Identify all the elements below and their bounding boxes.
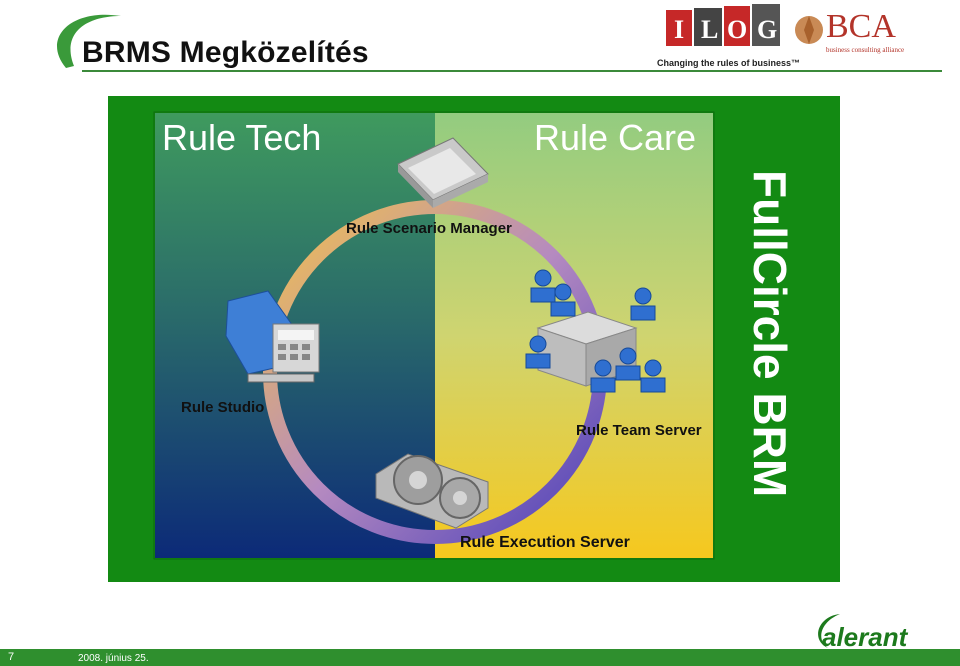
rule-team-server-label: Rule Team Server xyxy=(576,422,702,439)
bca-tagline: business consulting alliance xyxy=(826,46,904,54)
ilog-letter-l: L xyxy=(701,15,718,44)
rule-studio-label: Rule Studio xyxy=(181,399,264,416)
fullcircle-brm-text: FullCircle BRM xyxy=(744,170,796,497)
ilog-letter-i: I xyxy=(674,15,684,44)
ilog-tagline: Changing the rules of business™ xyxy=(657,58,800,68)
page-title: BRMS Megközelítés xyxy=(82,36,369,70)
footer-date: 2008. június 25. xyxy=(78,653,149,664)
lifecycle-diagram xyxy=(108,96,840,582)
rule-execution-server-label: Rule Execution Server xyxy=(460,534,630,552)
rule-scenario-manager-label: Rule Scenario Manager xyxy=(346,220,512,237)
rule-care-heading: Rule Care xyxy=(534,117,696,159)
ilog-letter-g: G xyxy=(757,15,777,44)
fullcircle-brm-vertical-text: FullCircle BRM xyxy=(738,170,798,510)
ilog-letter-o: O xyxy=(727,15,747,44)
ilog-logo: I L O G xyxy=(664,4,784,58)
title-divider xyxy=(82,70,942,72)
slide-number: 7 xyxy=(8,651,14,663)
rule-tech-heading: Rule Tech xyxy=(162,117,321,159)
bca-logo-text: BCA xyxy=(826,8,896,46)
bca-logo-icon xyxy=(792,10,826,50)
